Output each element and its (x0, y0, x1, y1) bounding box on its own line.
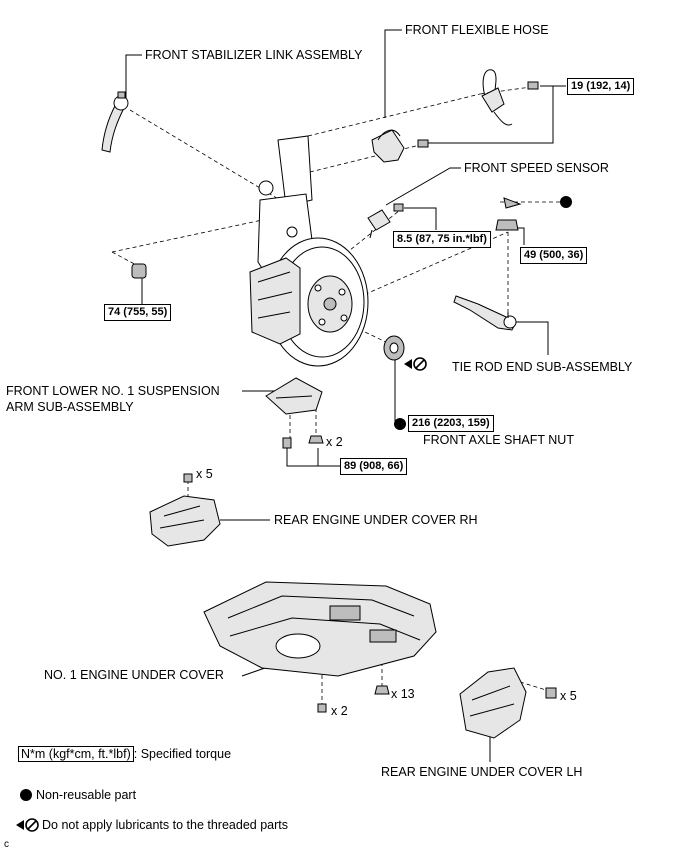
nonreusable-marker (560, 196, 572, 208)
no1-cover-part (203, 581, 437, 713)
rear-cover-lh-part (459, 667, 557, 739)
rear-cover-rh-part (149, 473, 221, 547)
label-front-speed-sensor: FRONT SPEED SENSOR (464, 161, 609, 175)
count-cover-bolts: x 13 (391, 687, 415, 701)
corner-mark: c (4, 839, 9, 850)
label-tie-rod-end: TIE ROD END SUB-ASSEMBLY (452, 360, 633, 374)
flexible-hose-part (371, 69, 539, 163)
legend-torque: N*m (kgf*cm, ft.*lbf): Specified torque (18, 746, 232, 762)
label-front-stabilizer-link: FRONT STABILIZER LINK ASSEMBLY (145, 48, 363, 62)
label-rear-cover-lh: REAR ENGINE UNDER COVER LH (381, 765, 583, 779)
torque-49: 49 (500, 36) (520, 247, 588, 264)
stabilizer-nut (131, 263, 147, 279)
count-cover-clips: x 2 (331, 704, 348, 718)
torque-216: 216 (2203, 159) (408, 415, 494, 432)
torque-8-5: 8.5 (87, 75 in.*lbf) (393, 231, 491, 248)
legend-torque-desc: : Specified torque (133, 747, 232, 761)
legend-no-lube: Do not apply lubricants to the threaded … (42, 818, 288, 832)
axle-nut-part (383, 335, 405, 361)
torque-74: 74 (755, 55) (104, 304, 172, 321)
label-front-axle-shaft-nut: FRONT AXLE SHAFT NUT (423, 433, 574, 447)
label-front-lower-arm-1: FRONT LOWER NO. 1 SUSPENSION (6, 384, 220, 398)
label-front-lower-arm-2: ARM SUB-ASSEMBLY (6, 400, 134, 414)
legend-nonreusable-icon (20, 789, 32, 801)
no-lube-icon (404, 357, 427, 371)
label-rear-cover-rh: REAR ENGINE UNDER COVER RH (274, 513, 478, 527)
count-rh-clips: x 5 (196, 467, 213, 481)
legend-torque-box: N*m (kgf*cm, ft.*lbf) (18, 746, 134, 762)
stabilizer-link-part (101, 91, 129, 153)
count-arm-bolt: x 2 (326, 435, 343, 449)
label-no1-engine-cover: NO. 1 ENGINE UNDER COVER (44, 668, 224, 682)
brake-disc-part (249, 237, 369, 367)
legend-no-lube-icon (16, 818, 39, 832)
tie-rod-end-part (453, 197, 522, 331)
leader-lines (125, 29, 566, 762)
count-lh-clips: x 5 (560, 689, 577, 703)
lower-arm-part (265, 377, 324, 449)
label-front-flexible-hose: FRONT FLEXIBLE HOSE (405, 23, 549, 37)
torque-19: 19 (192, 14) (567, 78, 635, 95)
nonreusable-marker (394, 418, 406, 430)
legend-nonreusable: Non-reusable part (36, 788, 137, 802)
speed-sensor-part (367, 203, 404, 239)
torque-89: 89 (908, 66) (340, 458, 408, 475)
